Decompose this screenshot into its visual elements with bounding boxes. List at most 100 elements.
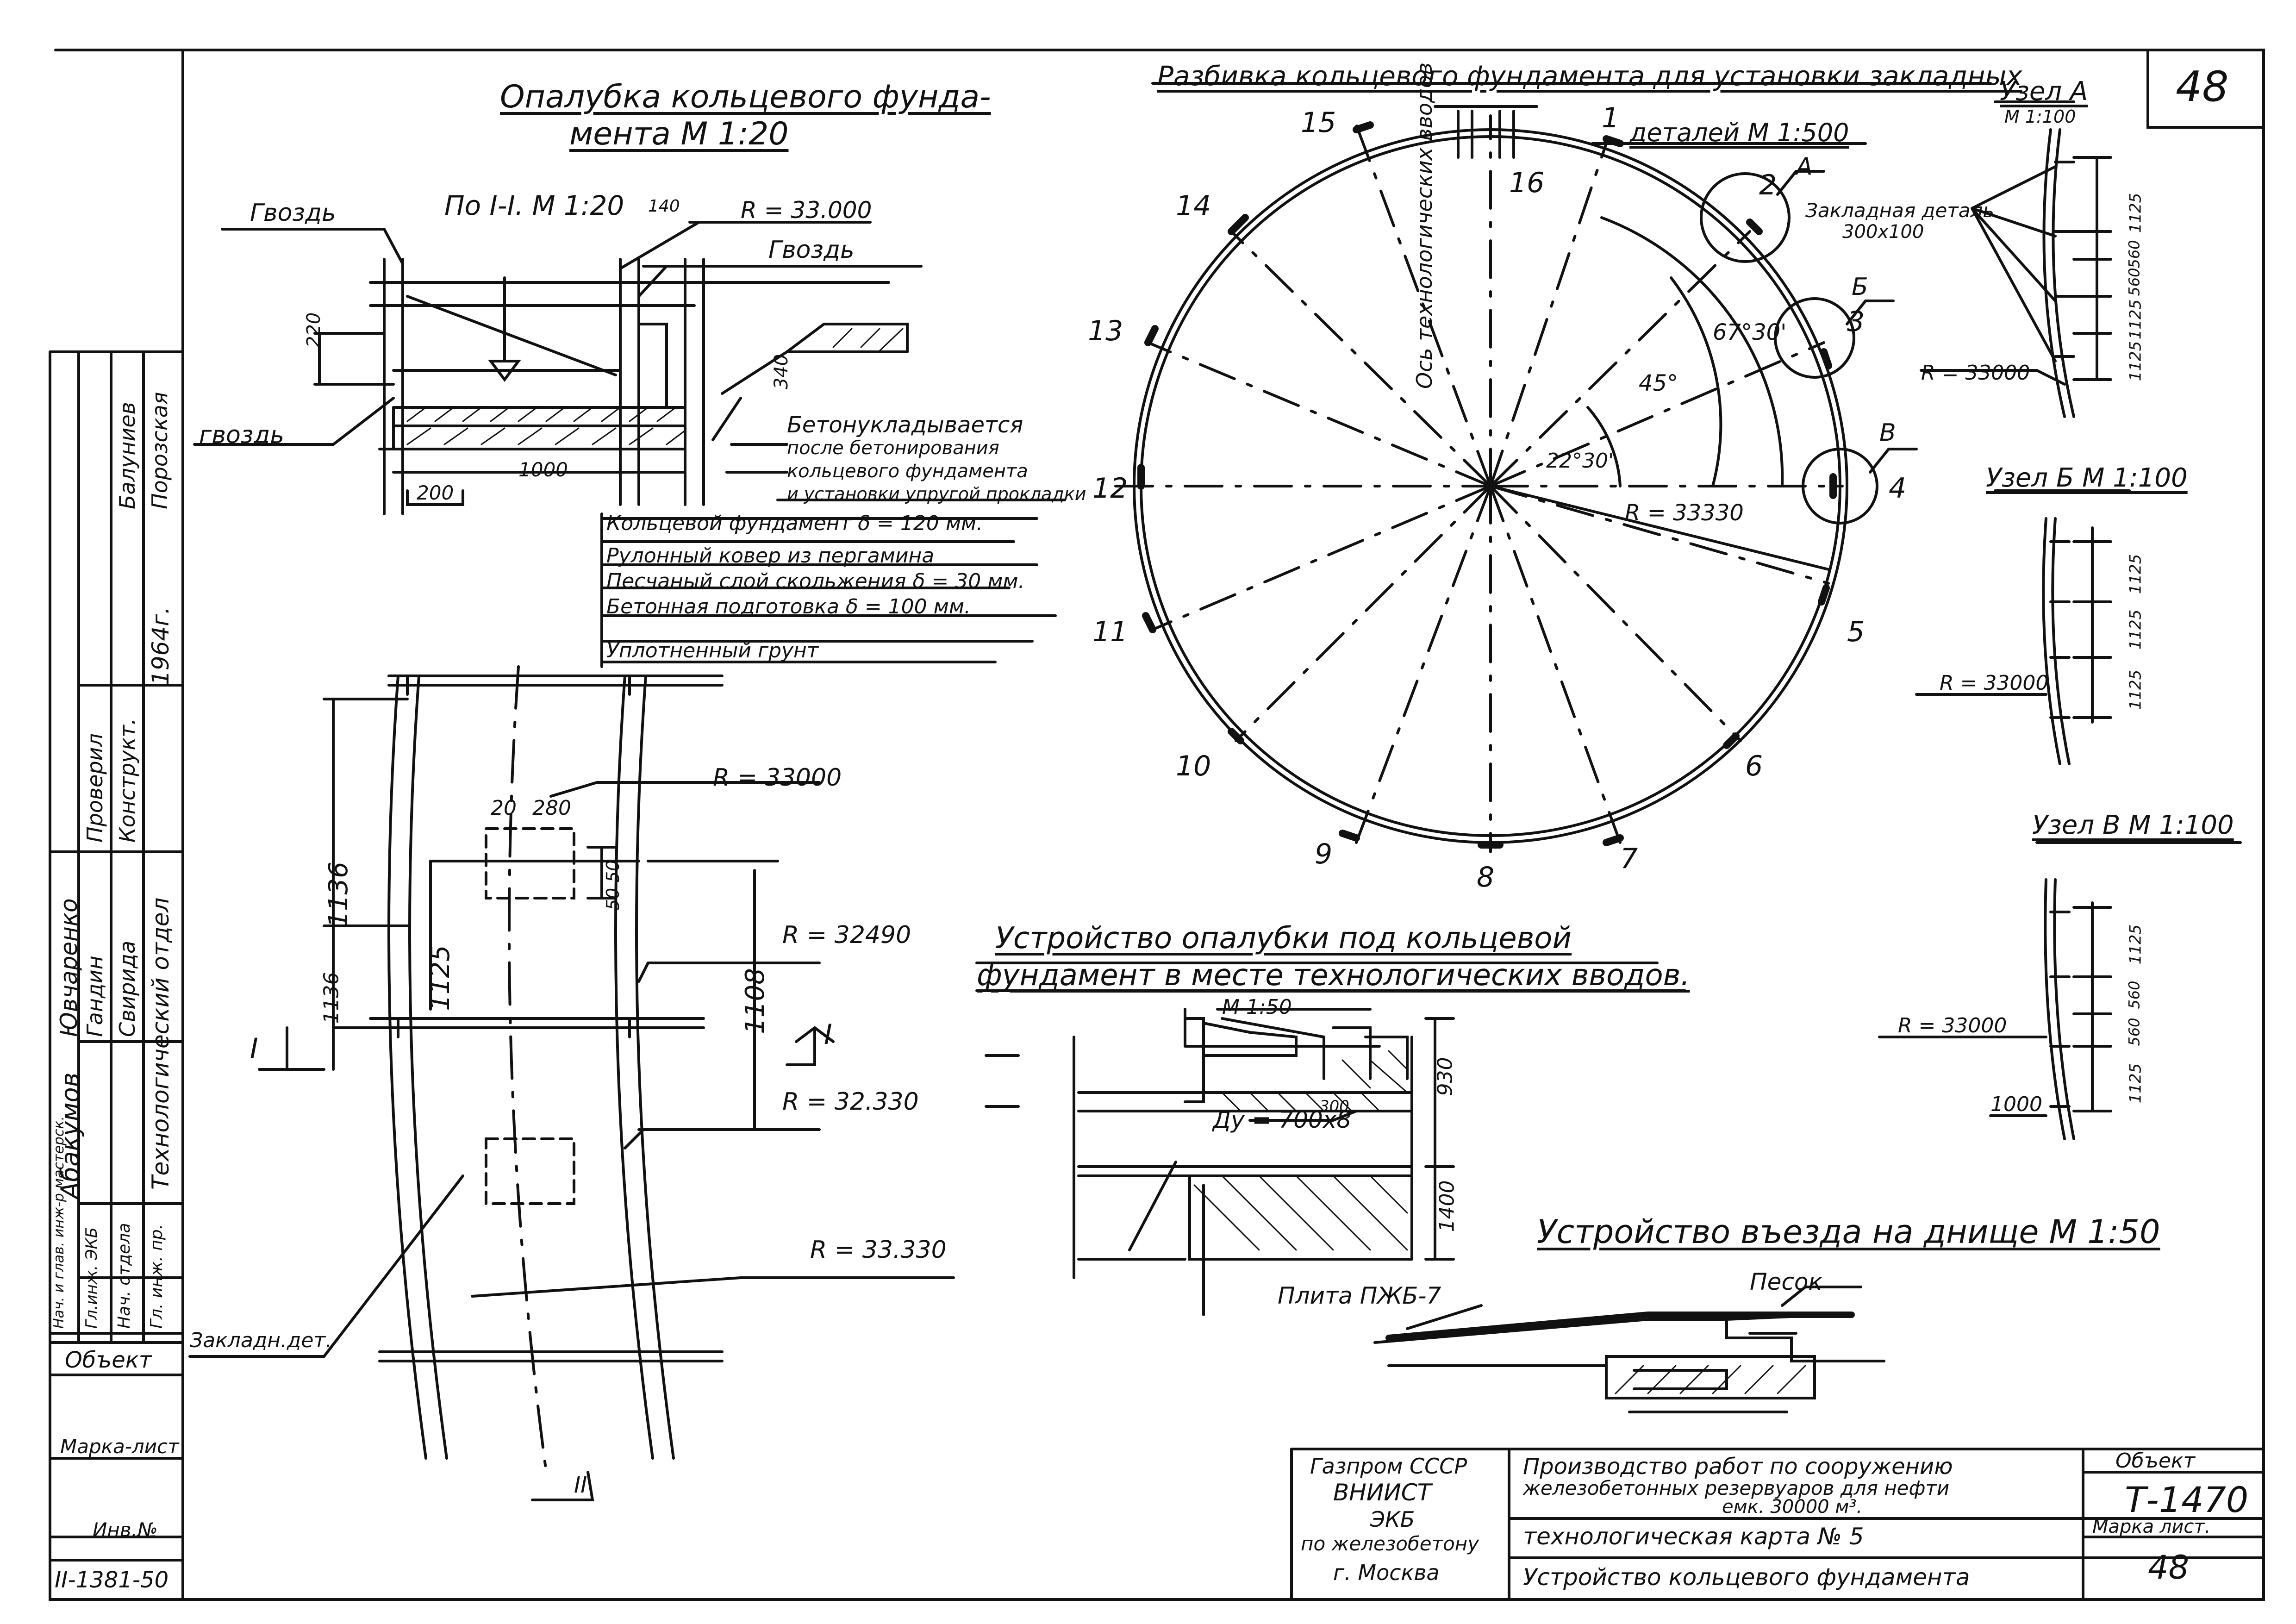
formwork-section	[193, 221, 1066, 668]
org-1: Газпром СССР	[1310, 1454, 1467, 1479]
plan-embedded-label: Закладн.дет.	[190, 1329, 332, 1352]
plan-bottom-label: II	[574, 1472, 587, 1498]
entry-title: Устройство въезда на днище М 1:50	[1537, 1213, 2160, 1251]
org-3: ЭКБ	[1370, 1507, 1415, 1532]
ring-angle2: 45°	[1639, 370, 1678, 396]
plan-dim-1136b: 1136	[319, 972, 343, 1024]
uzel-b-dim-2: 1125	[2126, 609, 2145, 650]
org-4: по железобетону	[1301, 1532, 1479, 1555]
mark-label: Марка лист.	[2092, 1516, 2211, 1537]
strip-inv-label: Инв.№	[93, 1518, 158, 1541]
ring-title-line2: деталей М 1:500	[1629, 118, 1849, 147]
uzel-a-dim-1: 1125	[2126, 193, 2145, 233]
plan-dim-1136a: 1136	[323, 862, 354, 928]
tech-dim-930: 930	[1433, 1057, 1457, 1096]
tech-pipe: Ду = 700х8	[1213, 1106, 1352, 1133]
formwork-dim-1000: 1000	[518, 458, 568, 481]
uzel-b-dim-1: 1125	[2126, 554, 2145, 594]
layer-2: Рулонный ковер из пергамина	[606, 544, 935, 568]
ring-point-6: 6	[1745, 750, 1763, 782]
map-title: технологическая карта № 5	[1523, 1523, 1864, 1550]
uzel-v-radius: R = 33000	[1898, 1014, 2007, 1037]
uzel-a-title: Узел А	[2000, 76, 2088, 106]
ring-angle3: 67°30'	[1713, 319, 1787, 345]
layer-5: Уплотненный грунт	[606, 639, 819, 662]
layer-4: Бетонная подготовка δ = 100 мм.	[606, 595, 971, 618]
tech-inlets-section	[975, 962, 1686, 1316]
uzel-a-dim-5: 1125	[2126, 341, 2145, 381]
plan-r3: R = 32.330	[782, 1088, 919, 1116]
uzel-v-dim-1: 1125	[2126, 924, 2145, 965]
plan-section-right: I	[824, 1018, 832, 1051]
sheet-title: Устройство кольцевого фундамента	[1523, 1564, 1970, 1591]
ring-marker-v: В	[1879, 419, 1896, 447]
formwork-note-2: после бетонирования	[787, 437, 999, 459]
uzel-a-dim-3: 560	[2125, 268, 2143, 296]
formwork-dim-140: 140	[648, 197, 680, 216]
title-block-lines	[1290, 1448, 2265, 1601]
strip-role-4: Гл. инж. пр.	[147, 1224, 166, 1329]
tech-dim-1400: 1400	[1435, 1180, 1459, 1232]
uzel-v-dim-1000: 1000	[1990, 1093, 2042, 1116]
formwork-dim-340: 340	[771, 354, 792, 390]
org-5: г. Москва	[1333, 1560, 1440, 1585]
entry-section	[1373, 1286, 1885, 1413]
formwork-nail-left: Гвоздь	[250, 199, 336, 227]
entry-plate: Плита ПЖБ-7	[1278, 1282, 1441, 1309]
ring-point-2: 2	[1759, 169, 1777, 201]
formwork-dim-200: 200	[417, 481, 454, 504]
strip-object-label: Объект	[65, 1347, 152, 1373]
strip-name-2: Гандин	[82, 956, 107, 1037]
formwork-note-4: и установки упругой прокладки	[787, 484, 1086, 504]
layer-1: Кольцевой фундамент δ = 120 мм.	[606, 512, 983, 535]
project-line2: железобетонных резервуаров для нефти	[1523, 1477, 1950, 1499]
plan-dim-1125: 1125	[425, 945, 455, 1011]
uzel-b-radius: R = 33000	[1940, 671, 2049, 695]
formwork-hatching	[406, 328, 904, 445]
formwork-nail-right: Гвоздь	[768, 236, 855, 264]
ring-point-13: 13	[1088, 315, 1123, 347]
uzel-b-detail	[1915, 489, 2131, 765]
ring-point-12: 12	[1092, 472, 1128, 505]
ring-marker-b: Б	[1852, 273, 1868, 301]
plan-dim-280: 280	[532, 796, 571, 820]
ring-point-7: 7	[1620, 843, 1638, 875]
strip-inv-value: II-1381-50	[55, 1567, 169, 1593]
strip-signer-1-role: Проверил	[82, 733, 107, 843]
left-strip-lines	[49, 350, 184, 1562]
sheet-number-box	[2146, 49, 2265, 129]
strip-signer-2-name: Порозская	[147, 392, 172, 509]
uzel-a-label-line2: 300х100	[1842, 221, 1924, 243]
ring-radius: R = 33330	[1625, 500, 1744, 526]
plan-section-left: I	[250, 1032, 258, 1065]
tech-scale: М 1:50	[1222, 995, 1292, 1019]
layer-3: Песчаный слой скольжения δ = 30 мм.	[606, 569, 1025, 593]
ring-point-5: 5	[1847, 616, 1865, 648]
project-line1: Производство работ по сооружению	[1523, 1454, 1953, 1480]
ring-point-4: 4	[1889, 472, 1907, 505]
plan-r2: R = 32490	[782, 921, 911, 949]
strip-name-3: Свирида	[115, 940, 140, 1037]
tech-title-line2: фундамент в месте технологических вводов…	[977, 958, 1690, 993]
uzel-a-label-line1: Закладная деталь	[1805, 199, 1995, 222]
strip-role-3: Нач. отдела	[115, 1223, 134, 1329]
object-value: Т-1470	[2125, 1479, 2249, 1520]
sheet-number: 48	[2176, 62, 2229, 111]
strip-name-1: Абакумов	[56, 1072, 85, 1199]
strip-role-2: Гл.инж. ЭКБ	[82, 1227, 101, 1329]
ring-angle1: 22°30'	[1546, 449, 1614, 473]
uzel-a-scale: М 1:100	[2004, 106, 2076, 127]
org-2: ВНИИСТ	[1333, 1479, 1432, 1506]
uzel-a-detail	[1920, 100, 2112, 418]
strip-author: Ювчаренко	[56, 898, 82, 1037]
formwork-note-3: кольцевого фундамента	[787, 461, 1028, 482]
formwork-nail-bottom: гвоздь	[199, 421, 285, 449]
uzel-a-dim-2: 560	[2125, 240, 2143, 269]
entry-hatching	[1615, 1365, 1806, 1394]
plan-dim-50a: 50	[603, 860, 624, 883]
tech-dim-300: 300	[1319, 1097, 1349, 1116]
strip-name-4: Технологический отдел	[147, 897, 174, 1190]
formwork-section-label: По I-I. М 1:20	[444, 190, 624, 221]
ring-title-line1: Разбивка кольцевого фундамента для устан…	[1157, 60, 2022, 92]
